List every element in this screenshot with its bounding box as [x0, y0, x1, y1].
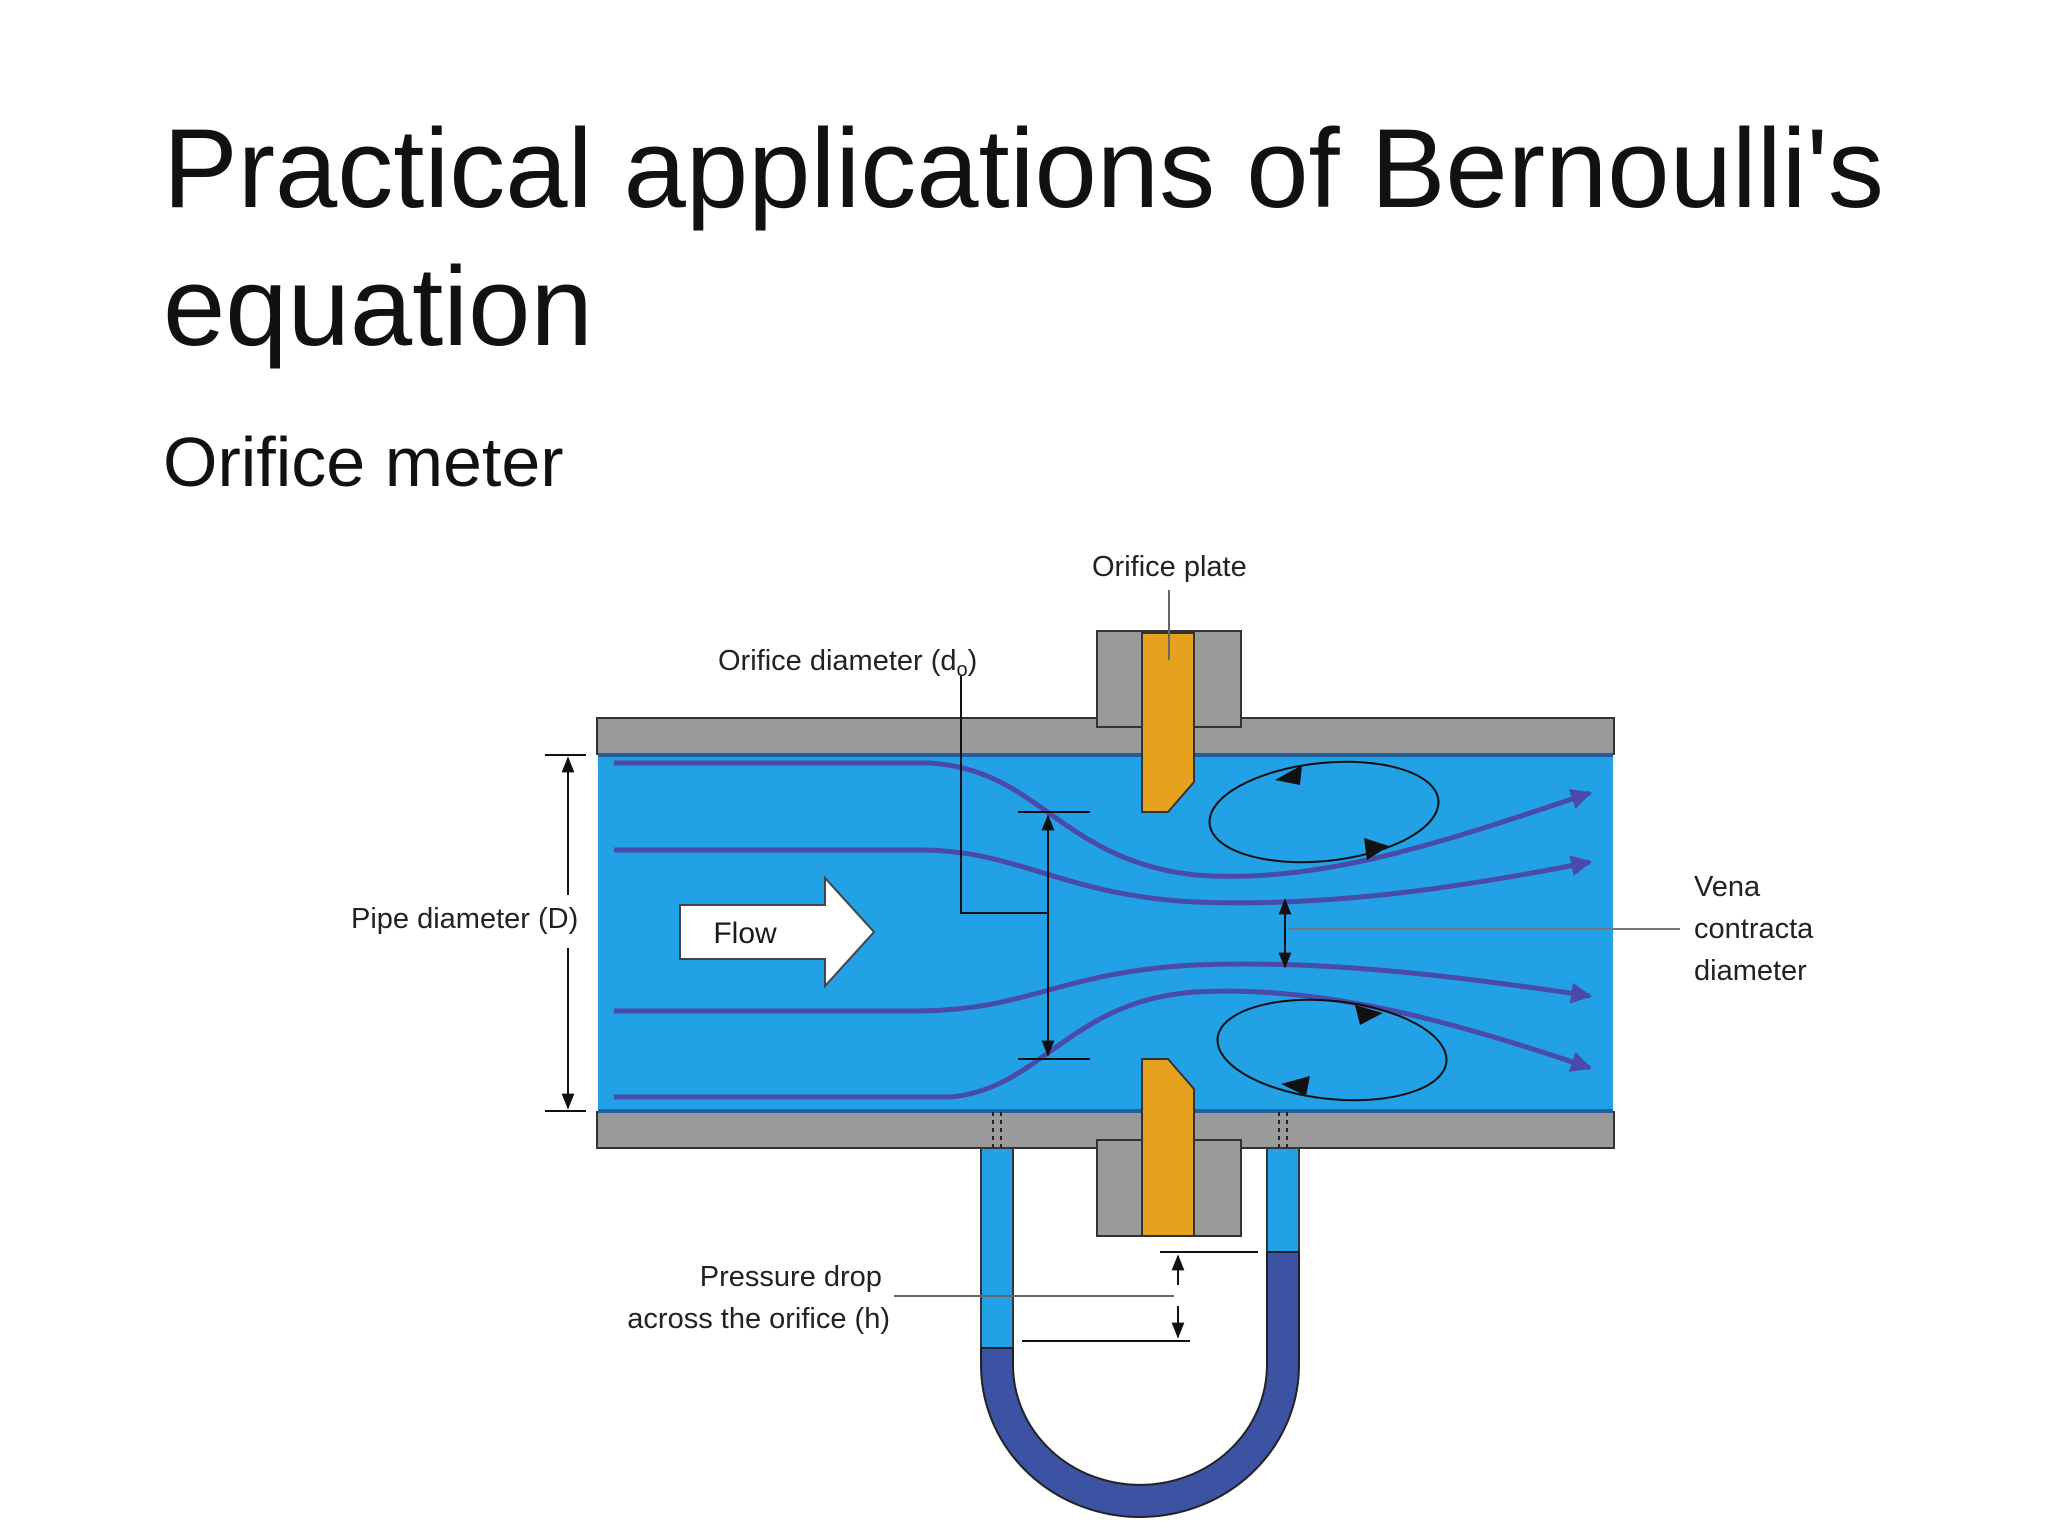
orifice-plate-label: Orifice plate: [1092, 551, 1247, 583]
pressure-drop-dimension: [894, 1251, 1258, 1342]
pressure-drop-label: Pressure drop across the orifice (h): [627, 1261, 890, 1335]
pressure-tap-downstream: [1278, 1112, 1288, 1150]
vena-contracta-dimension: [1278, 898, 1680, 969]
pipe-diameter-dimension: [545, 754, 586, 1112]
manometer-right-water: [1266, 1147, 1300, 1253]
flow-label: Flow: [713, 917, 777, 950]
streamline-4: [614, 988, 1592, 1100]
streamline-3: [614, 961, 1593, 1014]
slide-title: Practical applications of Bernoulli's eq…: [163, 106, 1884, 369]
eddy-bottom: [1216, 998, 1448, 1102]
orifice-diameter-dimension: [960, 676, 1090, 1060]
pipe-inner-bottom-edge: [598, 1109, 1613, 1113]
streamline-2: [614, 847, 1593, 906]
pipe-diameter-label: Pipe diameter (D): [351, 903, 578, 935]
orifice-plate-bottom: [1141, 1058, 1195, 1237]
slide-subtitle: Orifice meter: [163, 423, 564, 501]
manometer-fluid: [980, 1251, 1300, 1518]
orifice-diameter-label: Orifice diameter (do): [718, 645, 977, 681]
vena-contracta-label: Vena contracta diameter: [1694, 871, 1821, 987]
streamlines: [614, 760, 1593, 1100]
streamline-1: [614, 760, 1592, 879]
orifice-plate-top: [1141, 632, 1195, 813]
u-tube-manometer: [980, 1147, 1300, 1518]
manometer-left-water: [980, 1147, 1014, 1349]
pressure-tap-upstream: [992, 1112, 1002, 1150]
pipe-inner-top-edge: [598, 753, 1613, 757]
eddy-top: [1208, 760, 1440, 864]
flow-arrow: [679, 875, 876, 989]
